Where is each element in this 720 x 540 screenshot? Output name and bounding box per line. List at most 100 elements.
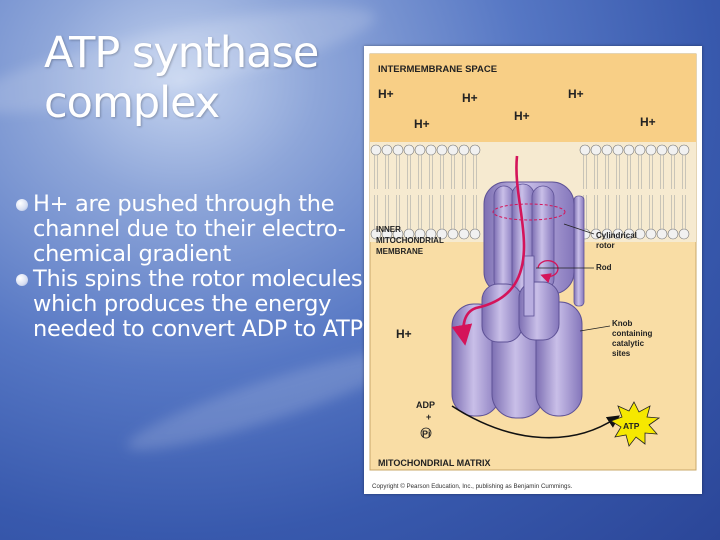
phospholipid-head [634,228,646,240]
slide-title-line: complex [44,78,220,128]
phospholipid-head [414,144,426,156]
knob-label-line: containing [612,329,653,338]
phospholipid-tail [638,195,642,229]
phospholipid-tail [605,195,609,229]
intermembrane-space-label: INTERMEMBRANE SPACE [378,64,497,75]
phospholipid-head [623,228,635,240]
membrane-label-line: MEMBRANE [376,247,424,256]
phospholipid-tail [440,195,444,229]
matrix-label: MITOCHONDRIAL MATRIX [378,458,491,468]
phospholipid-head [579,144,591,156]
stator-stalk [573,195,585,307]
phospholipid-head [381,228,393,240]
phospholipid-tail [374,155,378,189]
phospholipid-head [667,228,679,240]
phospholipid-head [436,228,448,240]
phospholipid-tail [440,155,444,189]
phospholipid-tail [627,155,631,189]
phospholipid-tail [660,155,664,189]
phospholipid-head [403,144,415,156]
proton-label: H+ [568,87,584,101]
phospholipid-tail [473,195,477,229]
phospholipid-tail [682,155,686,189]
diagram-svg: INTERMEMBRANE SPACE INNER MITOCHONDRIAL … [369,53,697,490]
phospholipid-tail [682,195,686,229]
slide-title: ATP synthase complex [44,28,344,128]
phosphate-circle-icon [420,427,432,439]
phospholipid-tail [429,195,433,229]
rod-label: Rod [596,263,612,272]
phospholipid-tail [638,155,642,189]
phospholipid-tail [407,195,411,229]
phospholipid-tail [418,195,422,229]
phospholipid-head [469,144,481,156]
phospholipid-head [447,144,459,156]
catalytic-knob [451,281,583,419]
phospholipid-head [645,228,657,240]
phospholipid-tail [671,155,675,189]
atp-label: ATP [623,421,640,431]
knob-label-line: catalytic [612,339,645,348]
phospholipid-tail [396,155,400,189]
bullet-dot-icon [16,199,28,211]
membrane-label-line: INNER [376,225,401,234]
phospholipid-tail [462,155,466,189]
bullet-list: H+ are pushed through the channel due to… [16,192,366,342]
phospholipid-tail [583,155,587,189]
phospholipid-head [612,228,624,240]
phospholipid-head [392,144,404,156]
phospholipid-tail [451,195,455,229]
phospholipid-tail [671,195,675,229]
membrane-label-line: MITOCHONDRIAL [376,236,444,245]
rotor-label-line: rotor [596,241,615,250]
bullet-item: This spins the rotor molecules which pro… [16,267,366,342]
phospholipid-head [634,144,646,156]
slide-title-line: ATP synthase [44,28,319,78]
phospholipid-tail [649,155,653,189]
plus-label: + [426,412,431,422]
intermembrane-space-region [370,54,696,142]
phospholipid-head [656,228,668,240]
phospholipid-head [425,144,437,156]
phospholipid-head [469,228,481,240]
phospholipid-tail [649,195,653,229]
atp-synthase-diagram: INTERMEMBRANE SPACE INNER MITOCHONDRIAL … [364,46,702,494]
phospholipid-tail [429,155,433,189]
phospholipid-head [381,144,393,156]
phospholipid-head [425,228,437,240]
phospholipid-heads [370,144,690,240]
phospholipid-head [590,228,602,240]
phospholipid-head [678,144,690,156]
phospholipid-tail [616,195,620,229]
knob-label-line: sites [612,349,631,358]
phospholipid-tail [594,195,598,229]
bullet-dot-icon [16,274,28,286]
rotor-leader-line [563,223,595,235]
rotor-label-line: Cylindrical [596,231,637,240]
phospholipid-head [590,144,602,156]
phospholipid-head [392,228,404,240]
proton-label: H+ [462,91,478,105]
phospholipid-head [370,144,382,156]
adp-label: ADP [416,400,435,410]
phospholipid-tail [660,195,664,229]
proton-label: H+ [514,109,530,123]
proton-label: H+ [414,117,430,131]
proton-label: H+ [640,115,656,129]
atp-starburst-icon [610,401,661,447]
phospholipid-head [436,144,448,156]
proton-label: H+ [378,87,394,101]
copyright-notice: Copyright © Pearson Education, Inc., pub… [372,483,573,490]
bullet-text: H+ are pushed through the channel due to… [33,191,346,267]
phospholipid-tail [594,155,598,189]
phospholipid-head [623,144,635,156]
rotation-arrow [537,260,559,284]
phospholipid-head [458,228,470,240]
phospholipid-head [370,228,382,240]
phospholipid-tail [374,195,378,229]
phospholipid-tail [616,155,620,189]
phosphate-label: Pi [422,429,431,439]
synthesis-arrow [451,405,620,439]
proton-label: H+ [396,327,412,341]
phospholipid-tail [605,155,609,189]
